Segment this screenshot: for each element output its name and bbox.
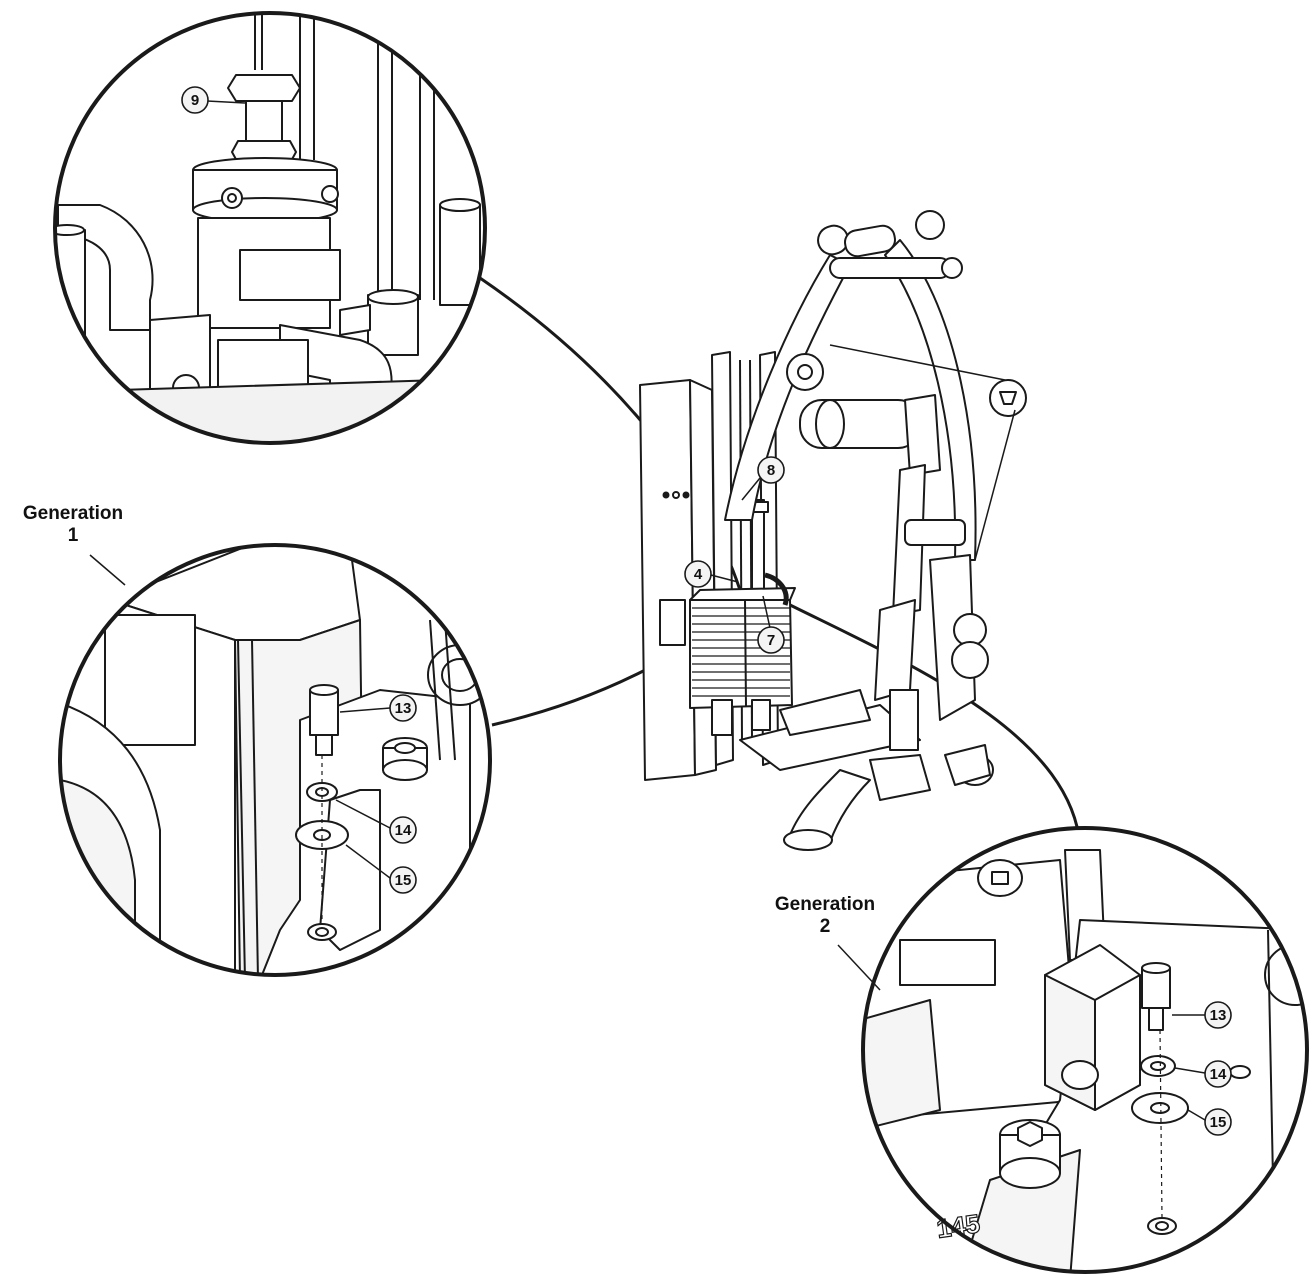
callout-g1-13-text: 13 xyxy=(395,700,412,717)
generation-1-label: Generation 1 xyxy=(8,503,138,547)
callout-g1-14 xyxy=(389,816,417,844)
callout-g2-15-text: 15 xyxy=(1210,1114,1227,1131)
machine-callouts: 8 4 7 xyxy=(684,456,785,654)
detail-circle-generation-1: 13 14 15 xyxy=(58,543,492,977)
callout-g2-15 xyxy=(1204,1108,1232,1136)
callout-4-text: 4 xyxy=(694,566,703,583)
callout-g1-15-text: 15 xyxy=(395,872,412,889)
callout-8-text: 8 xyxy=(767,462,775,479)
callout-g1-13 xyxy=(389,694,417,722)
callout-4 xyxy=(684,560,712,588)
callout-g1-15 xyxy=(389,866,417,894)
detail-circle-top: 9 xyxy=(53,11,487,445)
machine-illustration xyxy=(639,210,1027,851)
plate-engraving: 145 xyxy=(935,1208,982,1244)
generation-2-label-line2: 2 xyxy=(819,916,831,937)
callout-g2-14 xyxy=(1204,1060,1232,1088)
callout-7 xyxy=(757,626,785,654)
callout-9 xyxy=(181,86,209,114)
callout-8 xyxy=(757,456,785,484)
callout-7-text: 7 xyxy=(767,632,775,649)
generation-1-label-line1: Generation xyxy=(22,503,124,524)
callout-g2-14-text: 14 xyxy=(1210,1066,1227,1083)
detail-circle-generation-2: 145 13 14 15 xyxy=(837,826,1309,1274)
callout-9-text: 9 xyxy=(191,92,199,109)
callout-g2-13 xyxy=(1204,1001,1232,1029)
generation-2-label: Generation 2 xyxy=(760,894,890,938)
generation-2-label-line1: Generation xyxy=(774,894,876,915)
callout-g2-13-text: 13 xyxy=(1210,1007,1227,1024)
generation-1-label-line2: 1 xyxy=(67,525,79,546)
callout-g1-14-text: 14 xyxy=(395,822,412,839)
